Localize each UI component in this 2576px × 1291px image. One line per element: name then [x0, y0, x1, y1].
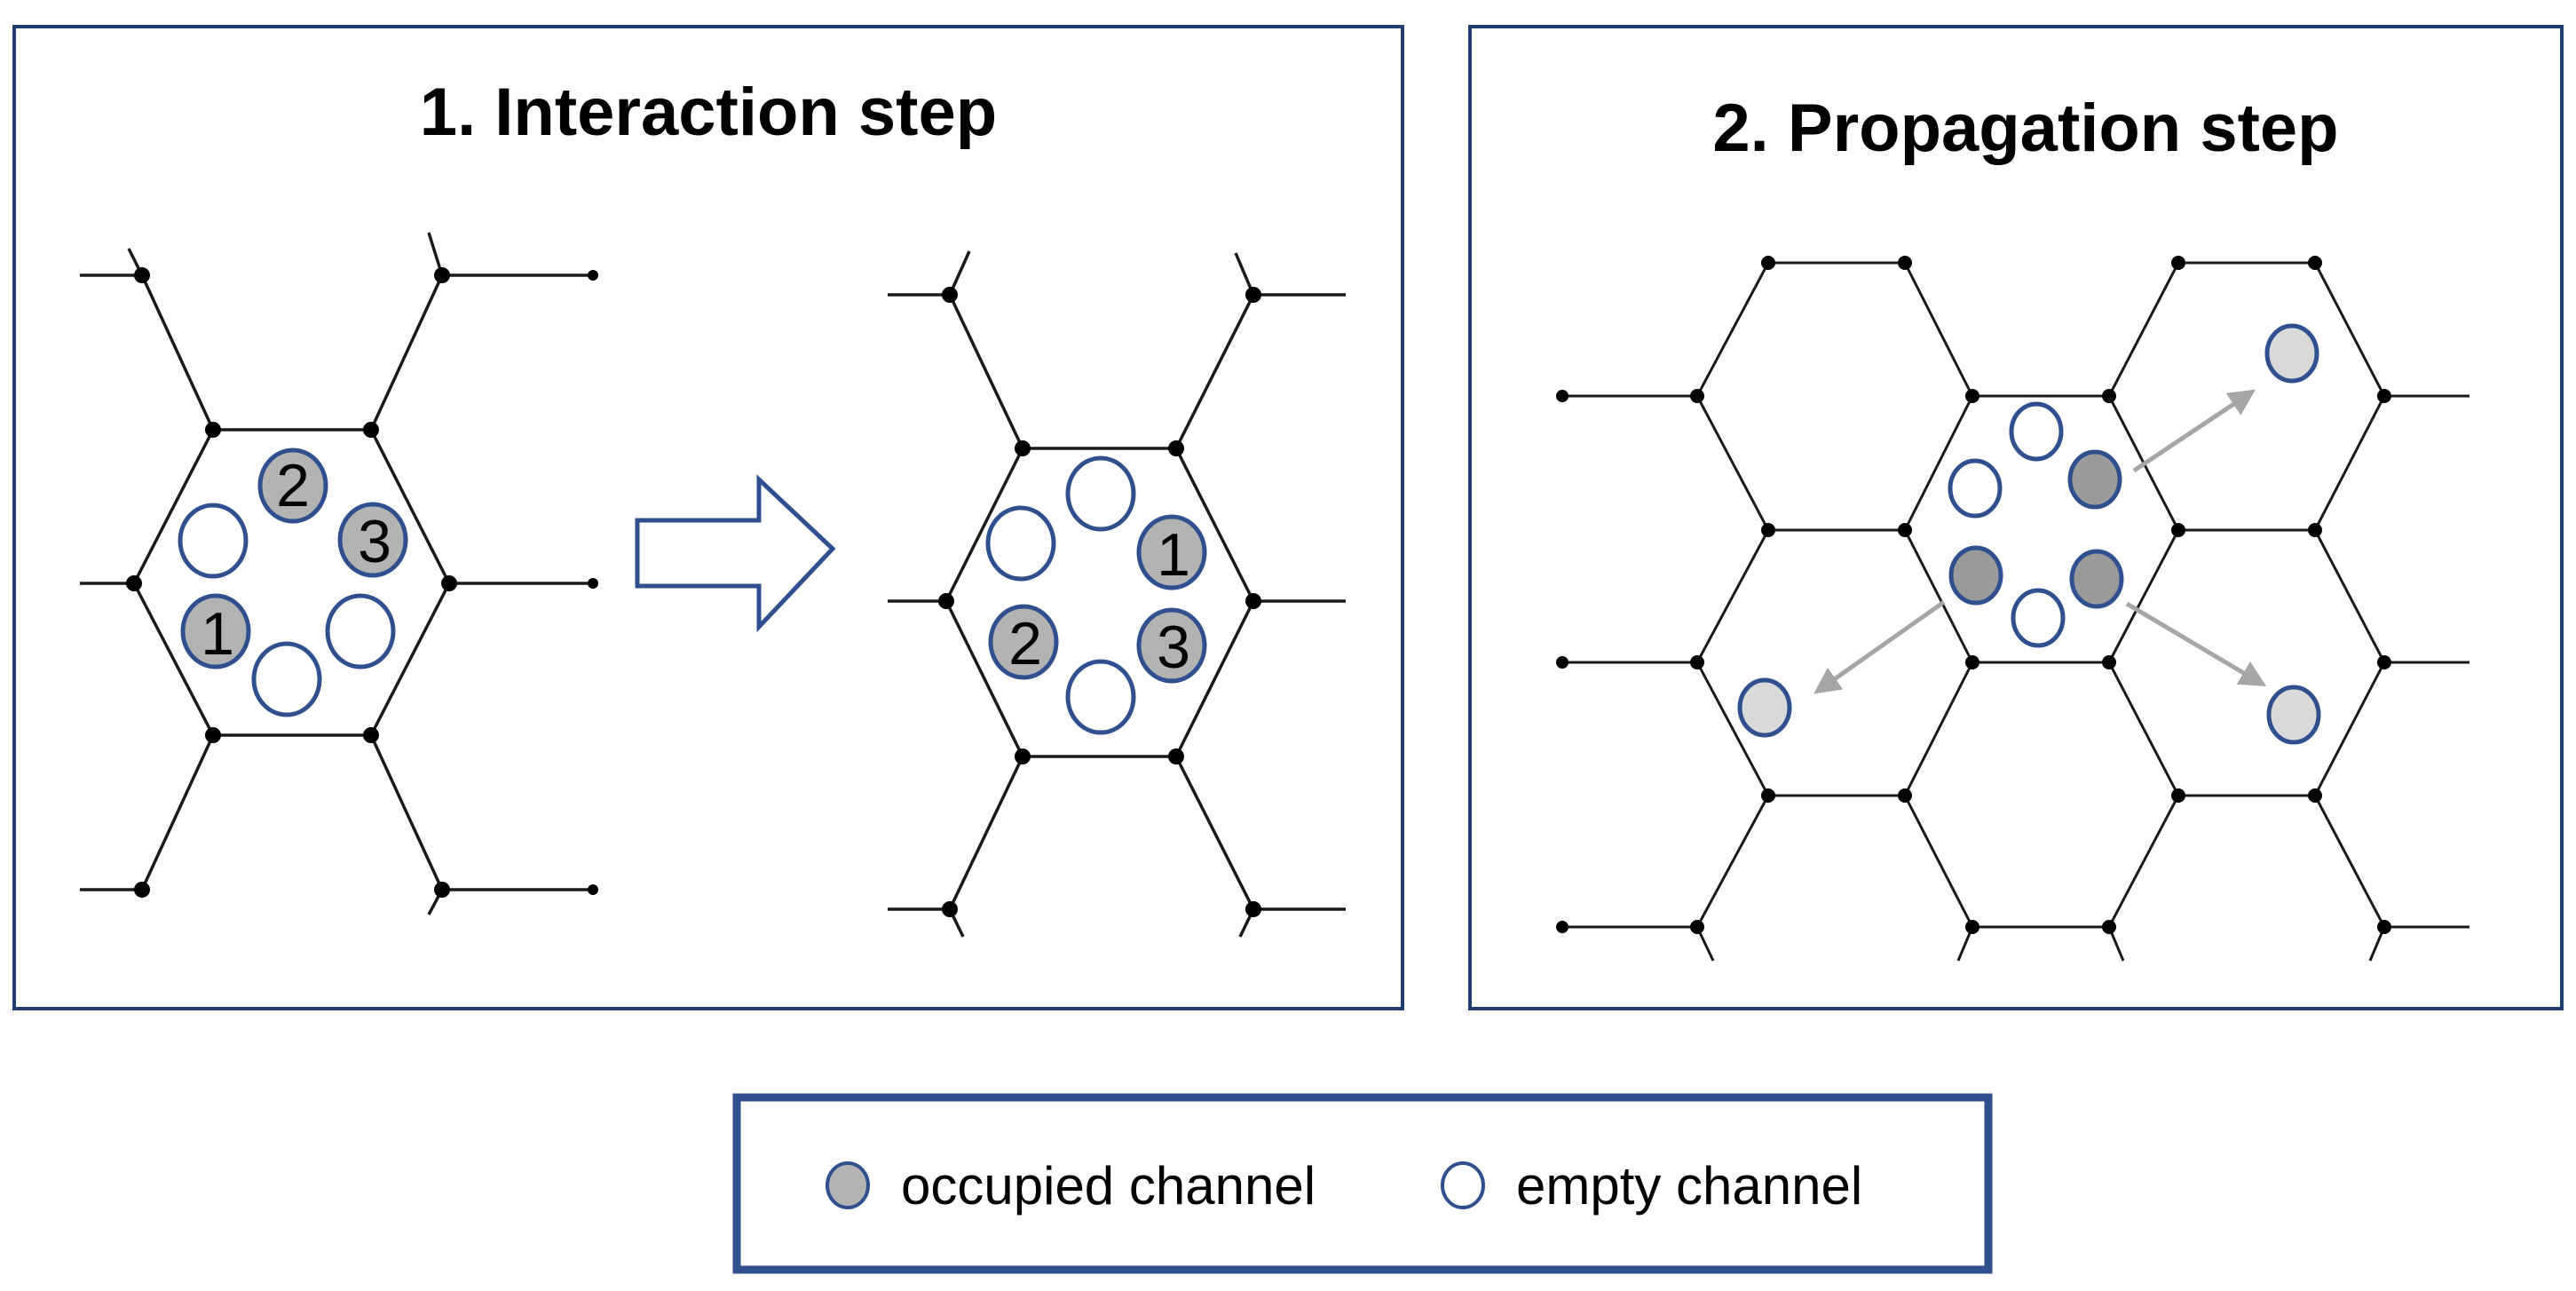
legend-empty-label: empty channel [1516, 1156, 1862, 1216]
propagation-panel-title: 2. Propagation step [1712, 91, 2338, 166]
channels-after [985, 455, 1207, 735]
lattice-before [80, 232, 593, 915]
propagation-panel-frame [1468, 25, 2564, 1010]
channel-number: 2 [276, 452, 310, 519]
channel-number: 1 [201, 600, 234, 668]
channel-numbers-after: 1 2 3 [1008, 521, 1190, 681]
honeycomb-nodes [1556, 256, 2391, 934]
lattice-nodes-after [938, 287, 1261, 917]
occupied-channel [2067, 449, 2122, 510]
empty-channel [1065, 455, 1136, 532]
occupied-channel [257, 447, 328, 524]
propagated-channel [2266, 685, 2321, 745]
channel-numbers-before: 2 3 1 [201, 452, 391, 668]
empty-channel [325, 593, 396, 669]
legend-occupied-swatch [826, 1161, 870, 1209]
channel-number: 3 [1157, 614, 1190, 681]
channel-number: 1 [1157, 521, 1190, 589]
occupied-channel [1948, 545, 2003, 606]
empty-channel [1948, 458, 2003, 519]
legend-occupied-label: occupied channel [901, 1156, 1316, 1216]
empty-channel [251, 641, 322, 717]
interaction-panel-title: 1. Interaction step [420, 75, 997, 150]
lattice-after [888, 250, 1346, 938]
propagation-arrow [2132, 389, 2256, 473]
legend-empty-swatch [1441, 1161, 1485, 1209]
honeycomb-lattice [1562, 261, 2469, 962]
occupied-channel [337, 502, 408, 578]
propagation-arrow [1813, 599, 1946, 694]
legend-box [732, 1093, 1993, 1274]
right-outline-arrow-icon [635, 474, 836, 633]
empty-channel [2009, 401, 2064, 462]
channels-before [178, 447, 408, 717]
propagated-channel [1737, 677, 1792, 738]
occupied-channel [1136, 607, 1207, 684]
interaction-panel-frame [12, 25, 1404, 1010]
empty-channel [1065, 659, 1136, 735]
propagation-arrows [1813, 389, 2267, 694]
empty-channel [178, 503, 249, 579]
lattice-nodes-before [126, 267, 598, 898]
empty-channel [985, 505, 1056, 582]
occupied-channel [1136, 514, 1207, 590]
occupied-channel [988, 604, 1059, 680]
channel-number: 3 [358, 508, 391, 575]
occupied-channel [2069, 549, 2124, 609]
channels-propagation [1737, 323, 2321, 745]
channel-number: 2 [1008, 610, 1042, 677]
propagated-channel [2264, 323, 2319, 384]
occupied-channel [180, 593, 251, 669]
empty-channel [2011, 588, 2066, 648]
propagation-arrow [2125, 601, 2267, 687]
